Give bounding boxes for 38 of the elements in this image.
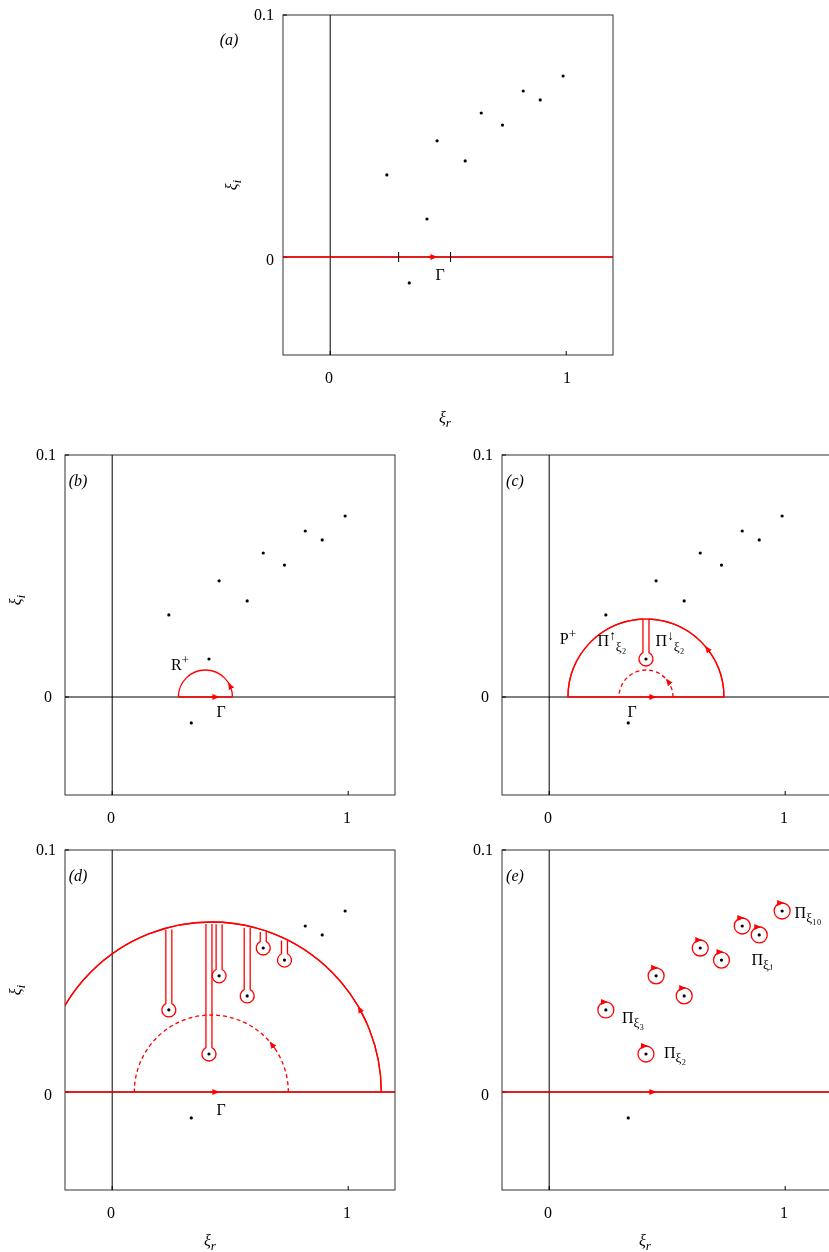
- axis-label: ξ$_{r}$: [439, 410, 451, 430]
- plot-label: Π$_{ξⱼ}$: [751, 952, 773, 972]
- panel-label: ξ$_{r}$: [204, 1233, 216, 1252]
- axis-label: ξ$_{r}$: [639, 1233, 651, 1252]
- panel-label: (d): [68, 868, 88, 884]
- plot-label: R$^{+}$: [170, 652, 190, 674]
- panel-label: (c): [506, 473, 524, 489]
- plot-label: Γ: [216, 1102, 226, 1118]
- plot-label: P$^{+}$: [559, 626, 577, 648]
- plot-label: 0.1: [36, 447, 56, 463]
- plot-label: Γ: [216, 704, 226, 720]
- plot-label: Π$_{ξ₃}$: [621, 1010, 645, 1030]
- plot-label: 0: [44, 689, 52, 705]
- plot-label: 1: [563, 370, 571, 386]
- plot-label: 1: [343, 1205, 351, 1221]
- plot-label: 0: [107, 1205, 115, 1221]
- plot-label: 0: [107, 810, 115, 826]
- plot-label: 0.1: [473, 842, 493, 858]
- plot-label: 0: [266, 252, 274, 268]
- plot-label: 0.1: [473, 447, 493, 463]
- plot-label: 0: [544, 810, 552, 826]
- plot-label: 1: [343, 810, 351, 826]
- plot-label: 0: [325, 370, 333, 386]
- plot-label: Γ: [627, 704, 637, 720]
- panel-label: (a): [219, 32, 239, 48]
- plot-label: 1: [780, 810, 788, 826]
- panel-label: (b): [68, 473, 88, 489]
- plot-label: 0: [544, 1205, 552, 1221]
- plot-label: Π$_{ξ₂}$: [663, 1045, 687, 1065]
- plot-label: Γ: [435, 267, 445, 283]
- plot-label: 0: [481, 689, 489, 705]
- plot-label: 0: [481, 1087, 489, 1103]
- panel-label: (e): [506, 868, 524, 884]
- plot-label: 0.1: [254, 7, 274, 23]
- plot-label: 0.1: [36, 842, 56, 858]
- plot-label: Π$_{ξ₁₀}$: [794, 905, 822, 925]
- plot-label: 1: [780, 1205, 788, 1221]
- plot-label: 0: [44, 1087, 52, 1103]
